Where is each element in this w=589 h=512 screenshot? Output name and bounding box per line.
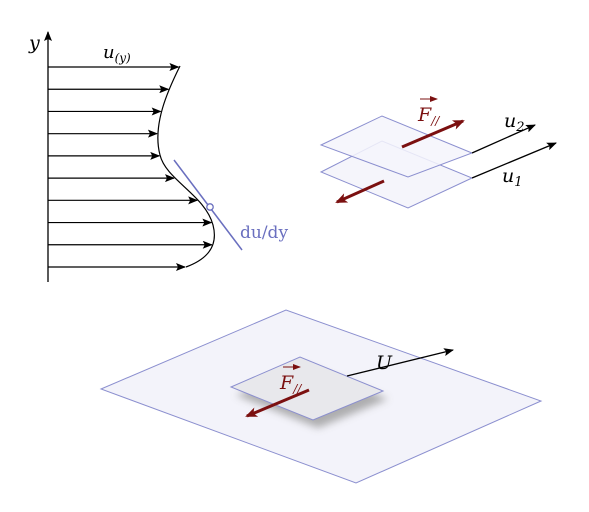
- plate-velocity-arrow: [346, 348, 454, 377]
- fluid-layers: F// u2 u1: [319, 96, 557, 209]
- velocity-arrows: [48, 63, 213, 271]
- u1-label: u1: [502, 165, 523, 190]
- plate-force-arrow: [245, 388, 310, 418]
- layer-force-label: F//: [417, 104, 441, 128]
- u1-arrow: [471, 142, 557, 179]
- plate-velocity-label: U: [376, 352, 393, 374]
- u2-label: u2: [504, 110, 525, 135]
- velocity-profile: y u(y) du/dy: [28, 31, 288, 282]
- moving-plate: [229, 356, 385, 421]
- upper-force-arrow: [401, 119, 465, 149]
- lower-force-arrow: [335, 179, 385, 204]
- plate-on-fluid: F// U: [99, 309, 543, 484]
- u-profile-label: u(y): [103, 42, 131, 65]
- u2-arrow: [471, 124, 536, 154]
- gradient-label: du/dy: [240, 223, 288, 243]
- plate-force-label: F//: [279, 372, 303, 396]
- velocity-profile-curve: [157, 65, 215, 268]
- gradient-point: [206, 203, 214, 211]
- y-axis-label: y: [28, 32, 40, 54]
